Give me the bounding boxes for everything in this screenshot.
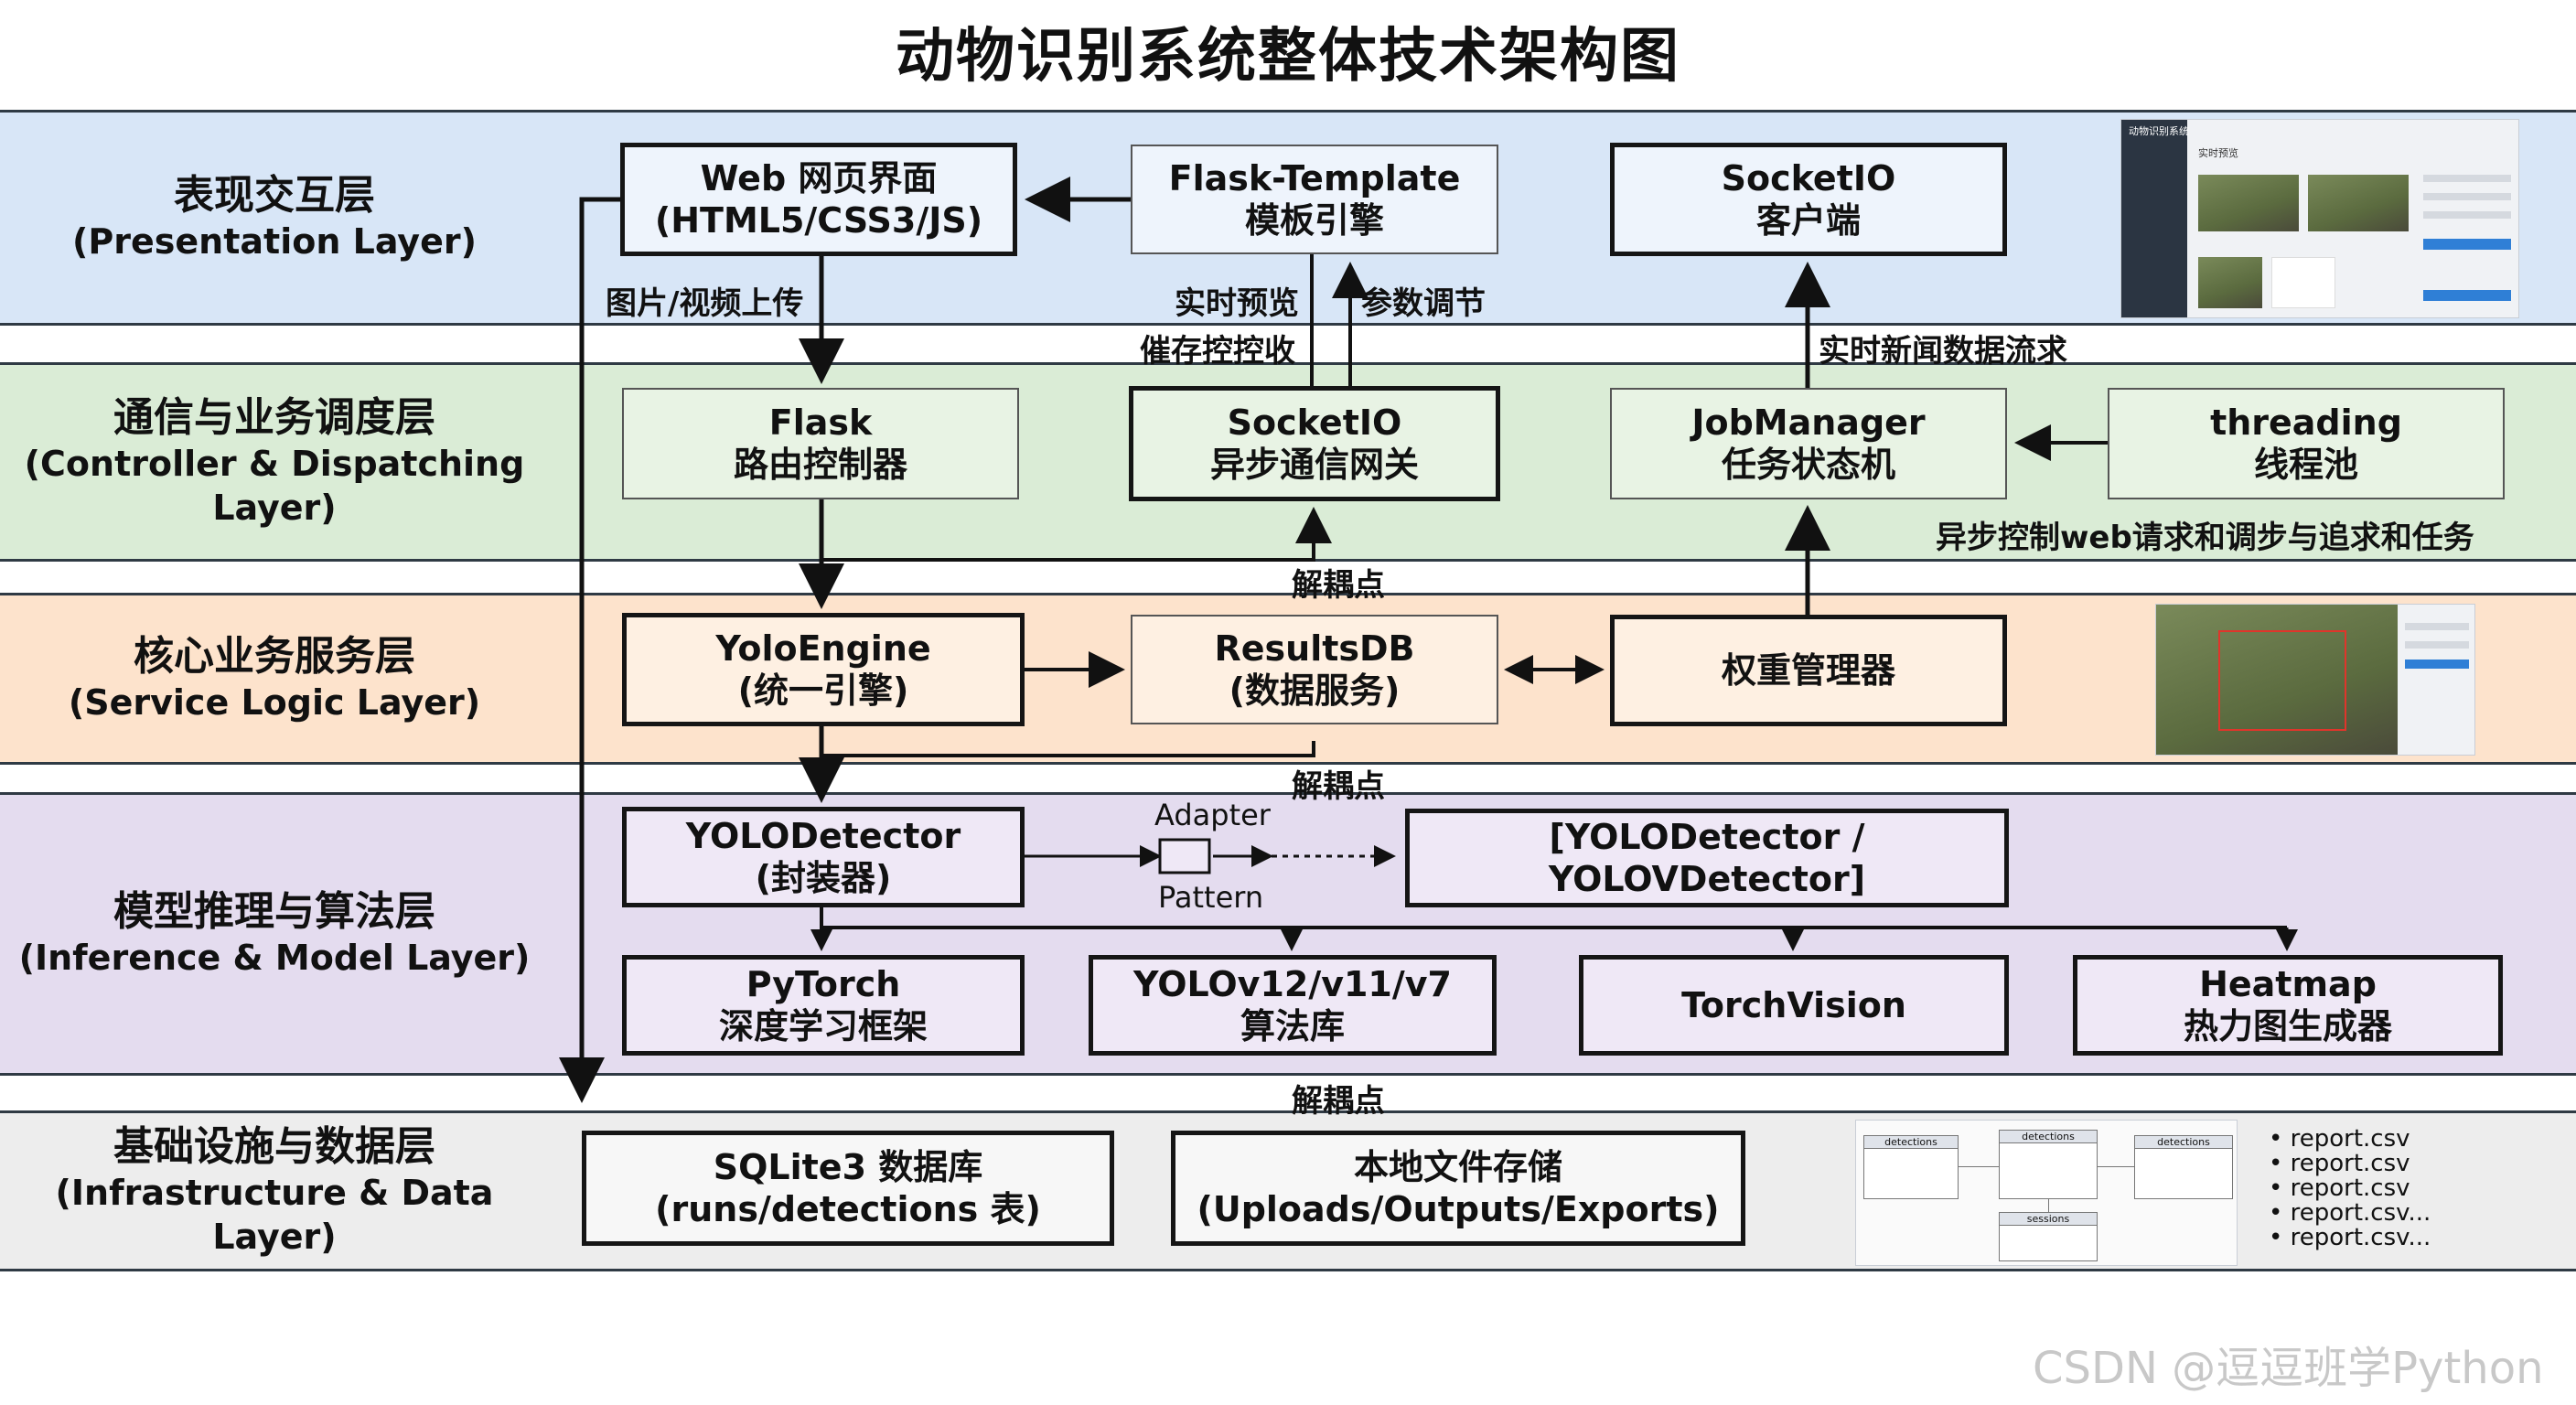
socketio-gateway-box: SocketIO 异步通信网关	[1129, 386, 1500, 501]
label-decouple-1: 解耦点	[1292, 567, 1385, 604]
local-file-storage-box: 本地文件存储 (Uploads/Outputs/Exports)	[1171, 1131, 1745, 1246]
socketio-client-box: SocketIO 客户端	[1610, 143, 2007, 256]
yoloengine-box: YoloEngine (统一引擎)	[622, 613, 1025, 726]
threading-pool-box: threading 线程池	[2108, 388, 2505, 499]
flask-router-box: Flask 路由控制器	[622, 388, 1019, 499]
torchvision-box: TorchVision	[1579, 955, 2009, 1056]
ui-screenshot-thumbnail: 动物识别系统 实时预览	[2120, 119, 2519, 318]
thumb-photo-2	[2308, 175, 2409, 231]
thumb-heading: 实时预览	[2198, 147, 2238, 159]
report-item: report.csv	[2269, 1127, 2431, 1152]
watermark: CSDN @逗逗班学Python	[2033, 1343, 2544, 1394]
report-item: report.csv...	[2269, 1226, 2431, 1250]
web-ui-box: Web 网页界面 (HTML5/CSS3/JS)	[620, 143, 1017, 256]
thumb-button-2	[2423, 290, 2511, 301]
report-item: report.csv	[2269, 1152, 2431, 1176]
report-item: report.csv	[2269, 1176, 2431, 1201]
er-link-1	[1959, 1166, 1999, 1167]
label-upload: 图片/视频上传	[606, 285, 804, 322]
er-diagram-thumbnail: detections detections detections session…	[1855, 1120, 2238, 1266]
line-decouple-1	[821, 507, 1332, 562]
yolo-versions-box: YOLOv12/v11/v7 算法库	[1089, 955, 1497, 1056]
label-async-note: 异步控制web请求和调步与追求和任务	[1936, 520, 2474, 556]
thumb-sidebar	[2121, 120, 2187, 317]
line-decouple-2	[821, 741, 1315, 757]
jobmanager-box: JobManager 任务状态机	[1610, 388, 2007, 499]
layer-label-presentation: 表现交互层 (Presentation Layer)	[72, 172, 477, 262]
thumb-panel-line-2	[2423, 193, 2511, 200]
thumb-button-1	[2423, 239, 2511, 250]
thumb-photo-3	[2198, 257, 2262, 308]
thumb-panel-line-3	[2423, 211, 2511, 219]
thumb-side-line-1	[2405, 623, 2469, 630]
label-pattern: Pattern	[1158, 880, 1264, 915]
label-news-stream: 实时新闻数据流求	[1819, 333, 2067, 370]
er-link-2	[2098, 1166, 2134, 1167]
flask-template-box: Flask-Template 模板引擎	[1131, 145, 1498, 254]
layer-label-controller: 通信与业务调度层 (Controller & Dispatching Layer…	[24, 394, 525, 528]
detector-variants-box: [YOLODetector / YOLOVDetector]	[1405, 809, 2009, 907]
label-decouple-3: 解耦点	[1292, 1083, 1385, 1120]
report-item: report.csv...	[2269, 1201, 2431, 1226]
report-file-list: report.csv report.csv report.csv report.…	[2269, 1127, 2431, 1250]
label-params: 参数调节	[1361, 285, 1486, 322]
line-web-long-vertical	[559, 197, 620, 1103]
thumb-photo-1	[2198, 175, 2299, 231]
sqlite-box: SQLite3 数据库 (runs/detections 表)	[582, 1131, 1114, 1246]
thumb-placeholder	[2271, 257, 2335, 308]
label-cache: 催存控控收	[1140, 333, 1295, 370]
layer-label-infrastructure: 基础设施与数据层 (Infrastructure & Data Layer)	[55, 1123, 494, 1257]
er-table-3: detections	[2134, 1135, 2233, 1199]
layer-label-service: 核心业务服务层 (Service Logic Layer)	[68, 633, 481, 723]
thumb-side-line-2	[2405, 641, 2469, 649]
thumb-panel-line-1	[2423, 175, 2511, 182]
thumb-side-button	[2405, 660, 2469, 669]
line-detector-bus	[820, 907, 2287, 929]
label-decouple-2: 解耦点	[1292, 768, 1385, 805]
detection-result-thumbnail	[2155, 604, 2475, 756]
yolodetector-box: YOLODetector (封装器)	[622, 807, 1025, 907]
label-preview: 实时预览	[1175, 285, 1299, 322]
thumb-app-name: 动物识别系统	[2129, 125, 2189, 137]
er-table-4: sessions	[1999, 1212, 2098, 1261]
pytorch-box: PyTorch 深度学习框架	[622, 955, 1025, 1056]
layer-label-inference: 模型推理与算法层 (Inference & Model Layer)	[18, 888, 531, 978]
er-table-2: detections	[1999, 1130, 2098, 1199]
er-table-1: detections	[1863, 1135, 1959, 1199]
heatmap-box: Heatmap 热力图生成器	[2073, 955, 2503, 1056]
er-link-3	[2048, 1199, 2049, 1212]
adapter-pattern-box	[1158, 838, 1211, 874]
resultsdb-box: ResultsDB (数据服务)	[1131, 615, 1498, 724]
label-adapter: Adapter	[1154, 798, 1271, 832]
diagram-title: 动物识别系统整体技术架构图	[896, 23, 1680, 91]
weights-manager-box: 权重管理器	[1610, 615, 2007, 726]
thumb-bounding-box	[2218, 630, 2346, 731]
